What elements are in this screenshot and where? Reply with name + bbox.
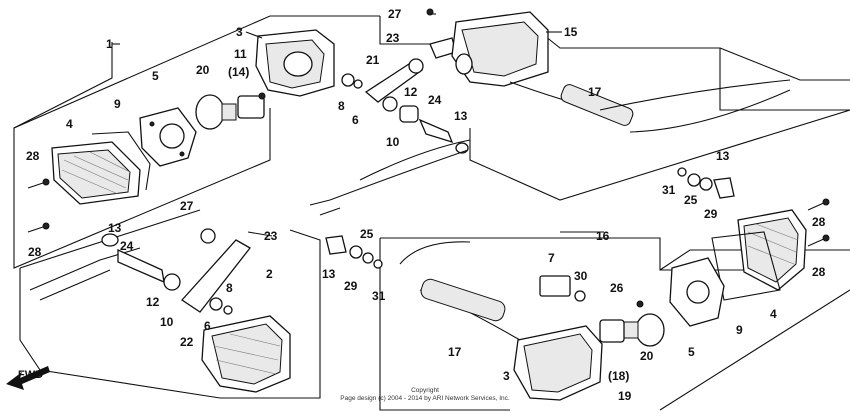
copyright: Copyright Page design (c) 2004 - 2014 by…	[340, 387, 510, 402]
housing-15	[451, 11, 791, 133]
label-6-upper: 6	[352, 113, 359, 127]
label-29-right: 29	[704, 207, 718, 221]
label-23-upper: 23	[386, 31, 400, 45]
label-4-right: 4	[770, 307, 777, 321]
label-2: 2	[266, 267, 273, 281]
label-19: 19	[618, 389, 632, 403]
label-28-upper: 28	[26, 149, 40, 163]
label-25-center: 25	[360, 227, 374, 241]
label-8-lower: 8	[226, 281, 233, 295]
label-1: 1	[106, 37, 113, 51]
small-parts-right	[677, 167, 735, 199]
label-17-upper: 17	[588, 85, 602, 99]
label-14: (14)	[228, 65, 249, 79]
label-21: 21	[366, 53, 380, 67]
label-13-center: 13	[322, 267, 336, 281]
label-20-upper: 20	[196, 63, 210, 77]
small-parts-center	[325, 235, 383, 269]
copyright-line-1: Copyright	[411, 387, 439, 394]
label-27-upper: 27	[388, 7, 402, 21]
mount-upper	[309, 96, 471, 216]
label-13-right: 13	[716, 149, 730, 163]
label-4-left: 4	[66, 117, 73, 131]
label-9-lower: 9	[736, 323, 743, 337]
label-20-lower: 20	[640, 349, 654, 363]
label-27-lower: 27	[180, 199, 194, 213]
label-5-lower: 5	[688, 345, 695, 359]
label-12-upper: 12	[404, 85, 418, 99]
label-28-right-a: 28	[812, 215, 826, 229]
label-26: 26	[610, 281, 624, 295]
leader-lines	[112, 13, 604, 237]
label-6-lower: 6	[204, 319, 211, 333]
label-16: 16	[596, 229, 610, 243]
label-3-upper: 3	[236, 25, 243, 39]
lens-right	[669, 198, 830, 327]
copyright-line-2: Page design (c) 2004 - 2014 by ARI Netwo…	[340, 395, 510, 402]
label-23-lower: 23	[264, 229, 278, 243]
label-28-left: 28	[28, 245, 42, 259]
label-9-upper: 9	[114, 97, 121, 111]
bulb-lower	[599, 300, 665, 347]
stay-upper	[341, 8, 457, 103]
housing-upper	[255, 29, 335, 97]
lens-left-top	[51, 107, 197, 205]
label-29-center: 29	[344, 279, 358, 293]
fwd-arrow-icon: FWD	[6, 366, 50, 390]
screw-28-upper	[27, 178, 50, 233]
bulb-upper	[195, 92, 266, 130]
label-10-lower: 10	[160, 315, 174, 329]
label-10-upper: 10	[386, 135, 400, 149]
label-24-upper: 24	[428, 93, 442, 107]
label-12-lower: 12	[146, 295, 160, 309]
label-5-upper: 5	[152, 69, 159, 83]
label-11: 11	[234, 47, 247, 61]
label-28-right-b: 28	[812, 265, 826, 279]
label-24-lower: 24	[120, 239, 134, 253]
label-7: 7	[548, 251, 555, 265]
label-15: 15	[564, 25, 578, 39]
assembly-outlines	[13, 15, 850, 411]
label-3-lower: 3	[503, 369, 510, 383]
assembly-lower-left	[29, 228, 291, 393]
label-31-center: 31	[372, 289, 386, 303]
label-13-upper: 13	[454, 109, 468, 123]
fwd-label: FWD	[18, 369, 43, 381]
part-labels: 1 2 3 3 4 4 5 5 6 6 7 8 8 9 9 10 10 11 (…	[26, 7, 826, 403]
label-30: 30	[574, 269, 588, 283]
label-31-right: 31	[662, 183, 676, 197]
label-25-right: 25	[684, 193, 698, 207]
label-8-upper: 8	[338, 99, 345, 113]
label-18: (18)	[608, 369, 629, 383]
label-13-left: 13	[108, 221, 122, 235]
label-17-lower: 17	[448, 345, 462, 359]
housing-lower-right	[399, 241, 603, 401]
label-22: 22	[180, 335, 194, 349]
